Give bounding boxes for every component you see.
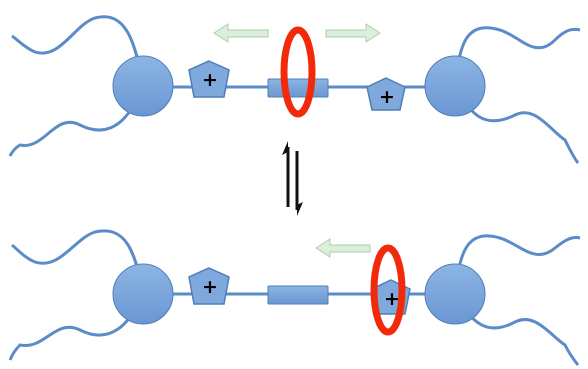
chain-bottom-left-upper <box>11 229 145 294</box>
chain-bottom-right-lower <box>453 292 580 366</box>
central-rod-segment <box>267 285 329 305</box>
central-rod-segment <box>267 78 329 98</box>
rotaxane-bottom-state: + + <box>8 229 581 366</box>
plus-label: + <box>202 69 218 91</box>
chain-bottom-left-lower <box>8 292 145 361</box>
chain-bottom-right-upper <box>453 234 581 294</box>
chain-top-right-upper <box>453 26 581 86</box>
circle-stopper-icon <box>112 263 174 325</box>
pentagon-station-icon <box>366 77 406 111</box>
circle-stopper-icon <box>424 263 486 325</box>
shuttle-arrow-icon <box>315 238 371 258</box>
plus-label: + <box>384 288 400 310</box>
plus-label: + <box>379 86 395 108</box>
circle-stopper-icon <box>424 55 486 117</box>
shuttle-arrow-icon <box>213 23 269 43</box>
plus-label: + <box>202 276 218 298</box>
circle-stopper-icon <box>112 55 174 117</box>
equilibrium-arrows-icon <box>282 141 303 216</box>
pentagon-station-icon <box>188 60 230 98</box>
rotaxane-top-state: + + <box>8 15 581 164</box>
chain-top-right-lower <box>453 84 580 164</box>
chain-top-left-upper <box>11 15 145 86</box>
pentagon-station-icon <box>188 267 230 305</box>
shuttle-arrow-icon <box>325 23 381 43</box>
macrocycle-ring-icon <box>280 26 316 118</box>
chain-top-left-lower <box>8 84 145 157</box>
macrocycle-ring-icon <box>370 244 406 336</box>
